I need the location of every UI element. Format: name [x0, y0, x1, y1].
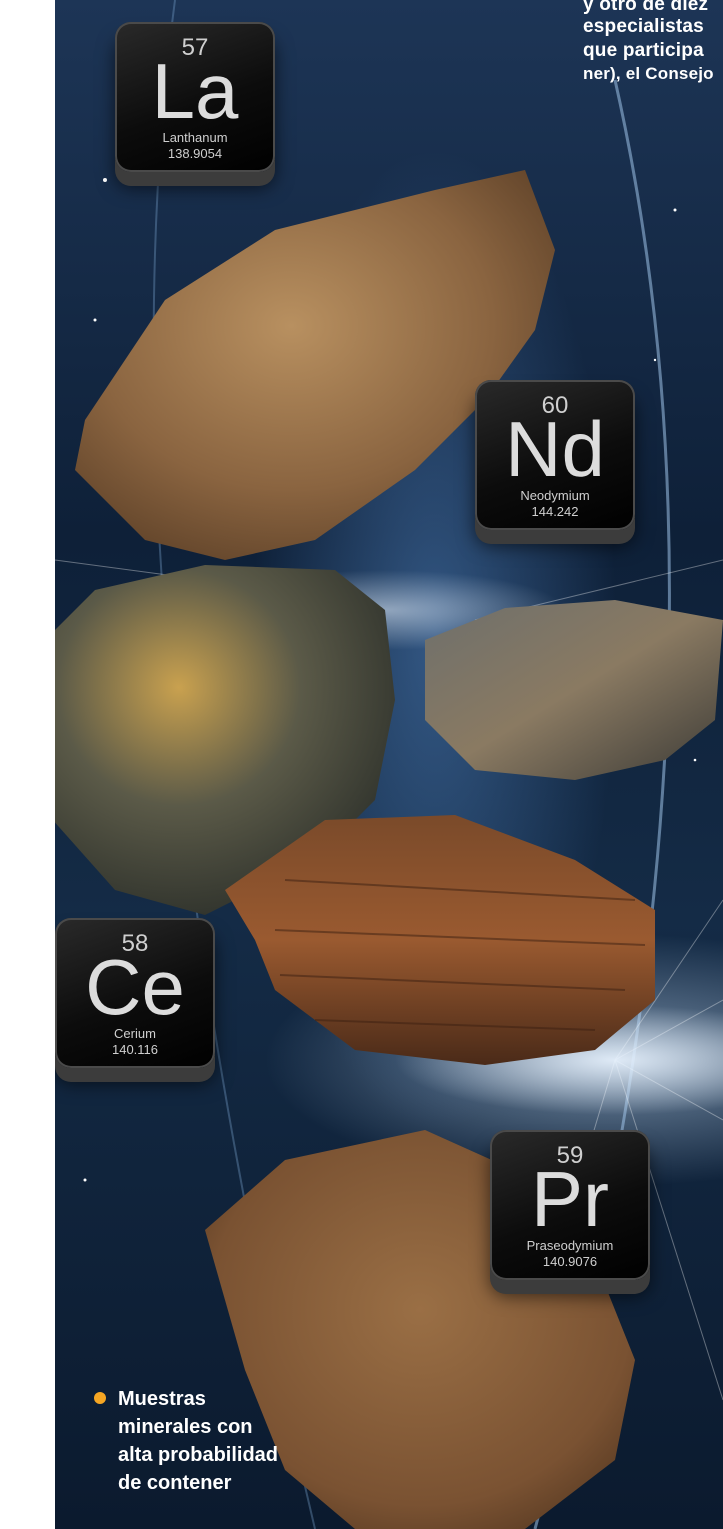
article-line: que participa — [583, 40, 704, 61]
article-line: especialistas — [583, 16, 704, 37]
caption-line: Muestras — [118, 1388, 206, 1410]
article-line: ner), el Consejo — [583, 64, 714, 83]
element-tile-neodymium: 60 Nd Neodymium 144.242 — [465, 380, 645, 550]
atomic-mass: 140.116 — [111, 1042, 159, 1057]
element-tile-cerium: 58 Ce Cerium 140.116 — [55, 918, 225, 1088]
element-symbol: Nd — [505, 405, 605, 493]
atomic-mass: 138.9054 — [167, 146, 223, 161]
mineral-collage: 57 La Lanthanum 138.9054 60 Nd Neodymium… — [55, 0, 723, 1529]
image-caption: Muestras minerales con alta probabilidad… — [94, 1385, 279, 1497]
tile-face: 57 La Lanthanum 138.9054 — [115, 22, 275, 172]
atomic-number: 59 — [556, 1142, 584, 1169]
element-name: Cerium — [114, 1026, 156, 1041]
caption-line: de contener — [118, 1472, 232, 1494]
element-tile-praseodymium: 59 Pr Praseodymium 140.9076 — [480, 1130, 660, 1300]
element-name: Lanthanum — [162, 130, 228, 145]
caption-line: minerales con — [118, 1416, 253, 1438]
element-name: Praseodymium — [526, 1238, 614, 1253]
atomic-number: 60 — [541, 392, 569, 419]
article-line: y otro de diez — [583, 0, 709, 15]
element-name: Neodymium — [520, 488, 590, 503]
atomic-number: 57 — [181, 34, 209, 61]
caption-line: alta probabilidad — [118, 1444, 279, 1466]
element-symbol: La — [151, 47, 239, 135]
atomic-number: 58 — [121, 930, 149, 957]
caption-bullet-icon — [94, 1392, 106, 1404]
atomic-mass: 144.242 — [531, 504, 579, 519]
atomic-mass: 140.9076 — [542, 1254, 598, 1269]
tile-face: 60 Nd Neodymium 144.242 — [475, 380, 635, 530]
element-symbol: Ce — [85, 943, 185, 1031]
page-margin — [0, 0, 55, 1529]
tile-face: 58 Ce Cerium 140.116 — [55, 918, 215, 1068]
element-symbol: Pr — [531, 1155, 609, 1243]
element-tile-lanthanum: 57 La Lanthanum 138.9054 — [105, 22, 285, 192]
tile-face: 59 Pr Praseodymium 140.9076 — [490, 1130, 650, 1280]
article-text-fragment: y otro de diez especialistas que partici… — [530, 0, 723, 110]
